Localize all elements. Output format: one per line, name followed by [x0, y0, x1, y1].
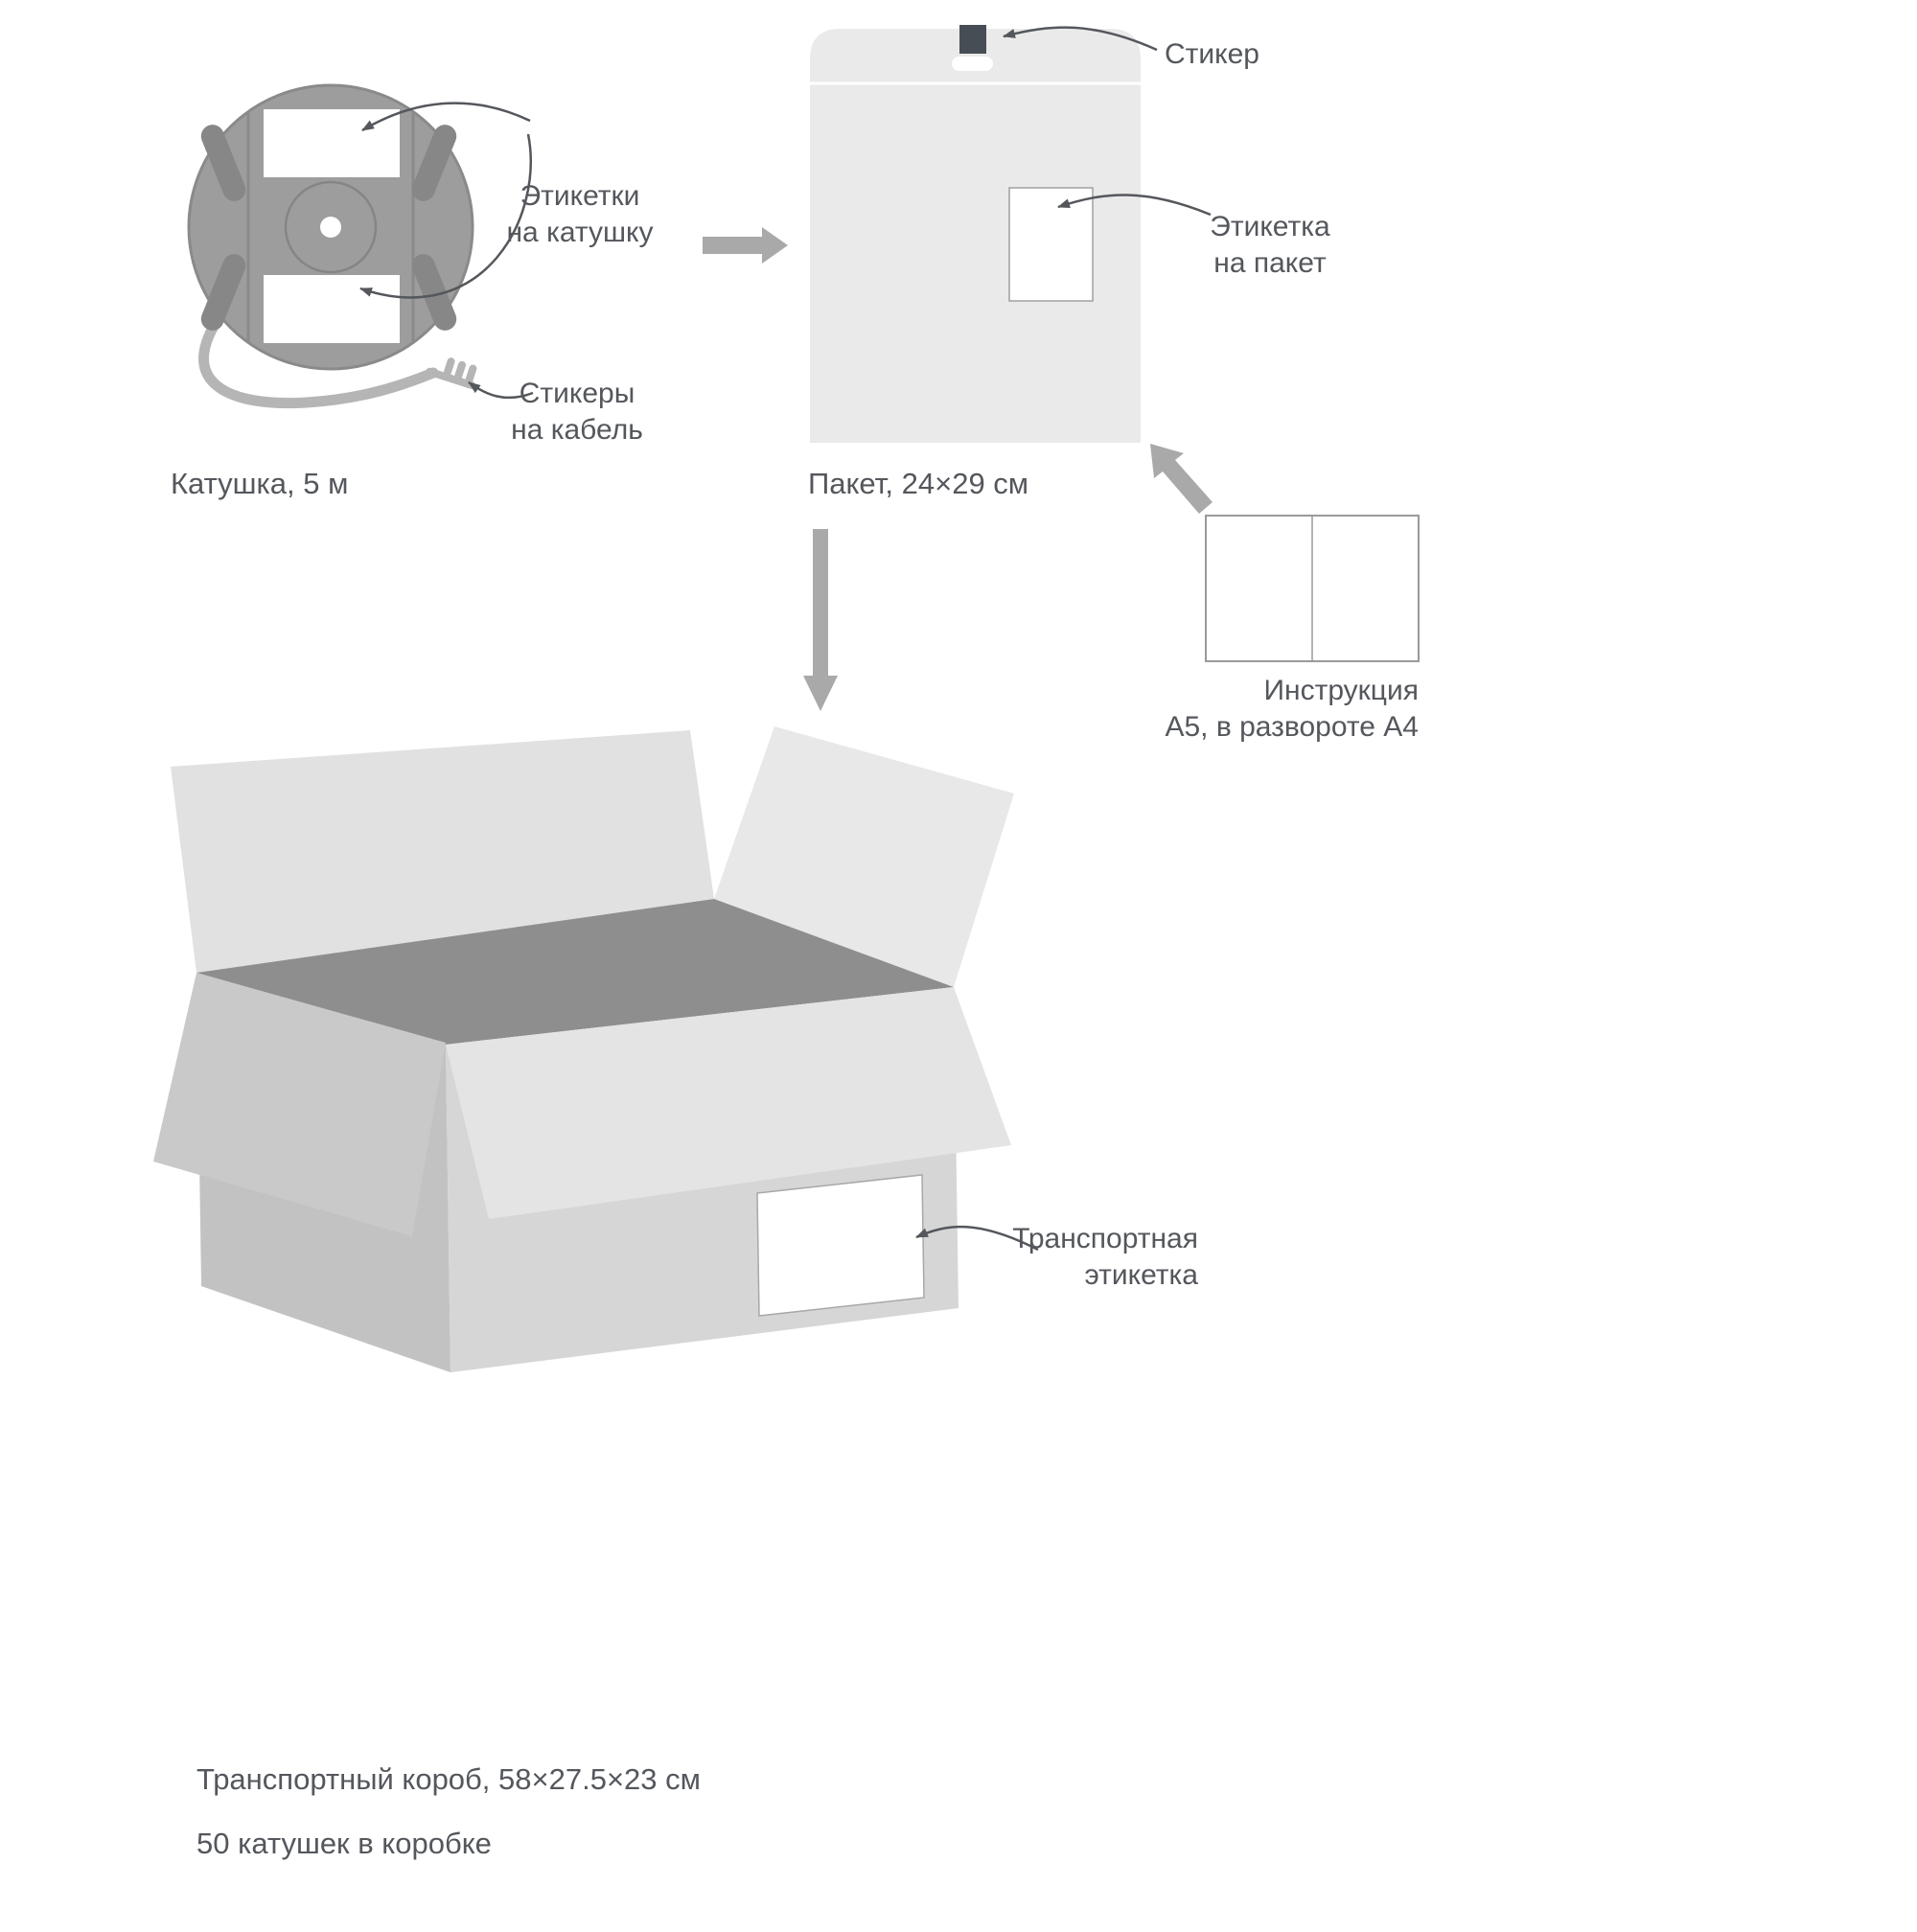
flow-arrows	[703, 227, 1213, 711]
reel-hub-hole	[320, 217, 341, 238]
instruction-caption: Инструкция А5, в развороте А4	[1165, 673, 1419, 746]
arrow-up-left-icon	[1150, 444, 1213, 514]
callout-lines	[359, 26, 1212, 1252]
reel-labels-annotation: Этикетки на катушку	[474, 178, 685, 251]
box-caption-line1: Транспортный короб, 58×27.5×23 см	[196, 1762, 701, 1796]
cable-stickers-annotation: Стикеры на кабель	[472, 376, 682, 448]
package-body	[810, 29, 1141, 443]
package-label-annotation: Этикетка на пакет	[1165, 209, 1375, 282]
arrow-right-icon	[703, 227, 788, 264]
reel-bottom-label	[264, 275, 400, 343]
transport-label-annotation-line1: Транспортная	[1012, 1223, 1198, 1254]
callout-reel-top-label	[361, 102, 531, 132]
arrow-down-icon	[803, 529, 838, 711]
instruction-caption-line1: Инструкция	[1263, 675, 1419, 706]
reel-top-label	[264, 109, 400, 177]
callout-box-label	[915, 1225, 1039, 1252]
callout-package-label	[1057, 194, 1212, 217]
package-caption: Пакет, 24×29 см	[808, 467, 1029, 500]
callout-cable-sticker	[468, 380, 534, 400]
callout-reel-bottom-label	[359, 133, 532, 299]
box-front-right-flap	[446, 987, 1011, 1219]
cable-connector-icon	[426, 357, 477, 389]
package-label	[1008, 187, 1094, 302]
box-interior	[196, 899, 954, 1045]
package-label-annotation-line2: на пакет	[1213, 247, 1327, 279]
package-sticker-tab	[959, 25, 986, 54]
instruction-caption-line2: А5, в развороте А4	[1165, 711, 1419, 743]
reel-caption: Катушка, 5 м	[171, 467, 349, 500]
cable-stickers-annotation-line1: Стикеры	[519, 378, 635, 409]
box-illustration	[153, 726, 1014, 1372]
cable-strip	[198, 307, 439, 409]
reel-slots	[200, 125, 457, 331]
box-transport-label	[756, 1174, 925, 1317]
box-back-left-flap	[171, 730, 714, 973]
reel-labels-annotation-line2: на катушку	[506, 217, 654, 248]
callout-package-sticker	[1003, 26, 1158, 52]
box-caption-line2: 50 катушек в коробке	[196, 1827, 492, 1860]
transport-label-annotation-line2: этикетка	[1084, 1259, 1198, 1291]
reel-labels-annotation-line1: Этикетки	[520, 180, 640, 212]
cable-stickers-annotation-line2: на кабель	[511, 414, 643, 446]
box-front-left-flap	[153, 973, 446, 1236]
transport-label-annotation: Транспортная этикетка	[1012, 1221, 1198, 1294]
package-euro-slot	[952, 57, 993, 71]
reel-illustration	[187, 83, 477, 409]
package-label-annotation-line1: Этикетка	[1210, 211, 1330, 242]
package-illustration	[810, 25, 1141, 443]
sticker-annotation: Стикер	[1165, 38, 1259, 70]
instruction-illustration	[1205, 515, 1420, 662]
box-back-right-flap	[714, 726, 1014, 987]
